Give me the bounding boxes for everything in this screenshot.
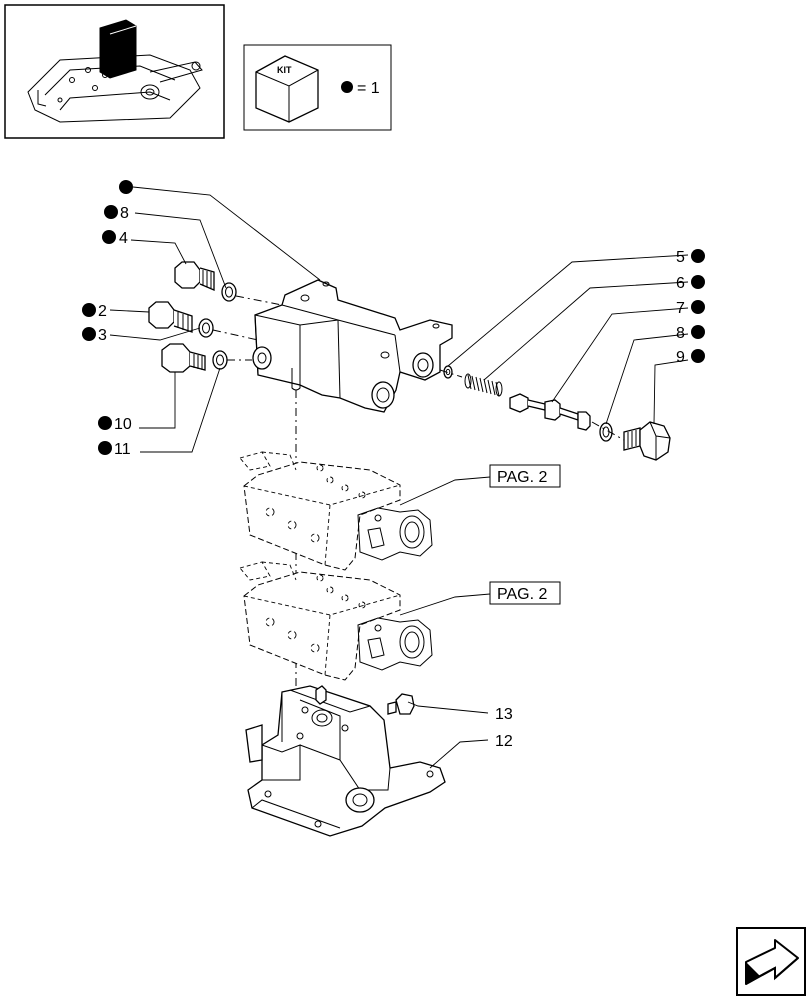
end-cover-part-12[interactable] [245, 685, 446, 837]
kit-legend-panel: KIT = 1 [243, 44, 392, 131]
plug-part-9[interactable] [623, 421, 671, 461]
callout-3: 3 [98, 327, 107, 344]
kit-label: KIT [277, 65, 292, 75]
ring-part-8-left[interactable] [221, 282, 237, 302]
plug-part-2[interactable] [148, 301, 193, 333]
callout-8-left: 8 [120, 205, 129, 222]
callout-12: 12 [495, 733, 513, 750]
callout-9: 9 [676, 349, 685, 366]
next-page-arrow-icon[interactable] [736, 927, 806, 996]
page-ref-upper-label: PAG. 2 [497, 469, 547, 486]
callout-8-right: 8 [676, 325, 685, 342]
valve-body[interactable] [252, 279, 453, 413]
callout-13: 13 [495, 706, 513, 723]
callout-10: 10 [114, 416, 132, 433]
callout-5: 5 [676, 249, 685, 266]
callout-bullets [82, 180, 705, 455]
screw-part-13[interactable] [387, 693, 415, 715]
ring-part-11[interactable] [212, 350, 228, 370]
spool-part-7[interactable] [509, 393, 591, 431]
kit-bullet [341, 81, 353, 93]
page-ref-upper[interactable]: PAG. 2 [489, 464, 561, 488]
plug-part-4[interactable] [174, 261, 215, 291]
callout-4: 4 [119, 230, 128, 247]
leader-lines [109, 186, 689, 769]
kit-box-icon [255, 55, 319, 123]
callout-6: 6 [676, 275, 685, 292]
control-valve-section-lower[interactable] [239, 561, 433, 681]
control-valve-section-upper[interactable] [239, 451, 433, 571]
callout-11: 11 [114, 441, 131, 458]
page-ref-lower-label: PAG. 2 [497, 586, 547, 603]
spring-part-6[interactable] [464, 373, 503, 397]
callout-7: 7 [676, 300, 685, 317]
plug-part-10[interactable] [161, 343, 206, 373]
callout-2: 2 [98, 303, 107, 320]
tractor-lift-housing-thumbnail [27, 19, 203, 123]
callout-bullet-main [119, 180, 133, 194]
kit-legend-text: = 1 [357, 80, 380, 97]
page-ref-lower[interactable]: PAG. 2 [489, 581, 561, 605]
ring-part-3[interactable] [198, 318, 214, 338]
thumbnail-panel[interactable] [4, 4, 225, 139]
